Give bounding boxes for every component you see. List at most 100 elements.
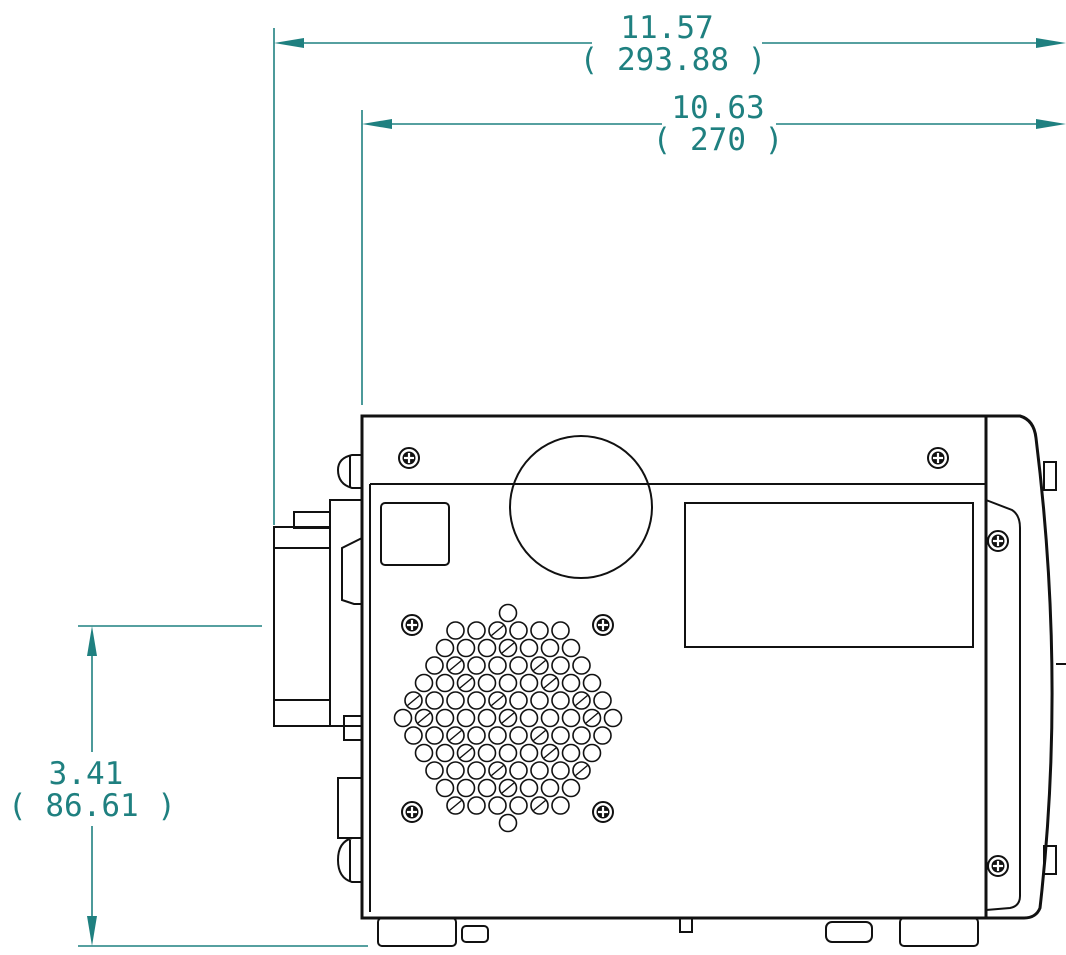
left-port: [337, 777, 363, 839]
vent-hole: [446, 726, 465, 745]
vent-hole: [509, 761, 528, 780]
base-height-dimension: 3.41 ( 86.61 ): [8, 625, 368, 947]
device-feet: [377, 917, 979, 947]
vent-hole: [425, 761, 444, 780]
vent-hole: [456, 638, 476, 658]
vent-hole: [467, 726, 486, 745]
vent-hole: [446, 656, 465, 675]
vent-hole: [530, 726, 549, 745]
vent-hole: [435, 673, 455, 693]
vent-hole: [540, 743, 560, 763]
vent-hole: [467, 621, 486, 640]
vent-hole: [498, 673, 518, 693]
vent-hole: [540, 638, 560, 658]
base-height-arrow-bottom: [87, 916, 97, 946]
screw-icon: [927, 447, 949, 469]
vent-hole: [561, 638, 581, 658]
overall-width-arrow-right: [1036, 38, 1066, 48]
vent-hole: [593, 691, 612, 710]
vent-hole: [582, 708, 602, 728]
device-body: [360, 414, 988, 920]
vent-hole: [414, 673, 434, 693]
left-clip: [343, 715, 363, 741]
vent-hole: [572, 691, 591, 710]
overall-width-mm: ( 293.88 ): [580, 42, 767, 78]
fan-vent-grille: [393, 603, 623, 833]
vent-hole: [551, 761, 570, 780]
overall-width-inches: 11.57: [620, 10, 713, 46]
vent-hole: [551, 726, 570, 745]
vent-hole: [498, 708, 518, 728]
vent-hole: [509, 656, 528, 675]
body-width-inches: 10.63: [671, 90, 764, 126]
vent-hole: [572, 726, 591, 745]
vent-hole: [425, 726, 444, 745]
vent-hole: [414, 743, 434, 763]
screw-icon: [987, 855, 1009, 877]
vent-hole: [519, 673, 539, 693]
vent-hole: [414, 708, 434, 728]
body-width-dimension: 10.63 ( 270 ): [361, 90, 1066, 405]
vent-hole: [393, 708, 413, 728]
vent-hole: [509, 796, 528, 815]
vent-hole: [519, 638, 539, 658]
vent-hole: [572, 761, 591, 780]
vent-hole: [467, 691, 486, 710]
screws: [398, 447, 1009, 877]
vent-hole: [404, 726, 423, 745]
vent-hole: [456, 708, 476, 728]
vent-hole: [519, 743, 539, 763]
vent-hole: [551, 796, 570, 815]
vent-hole: [498, 778, 518, 798]
vent-hole: [603, 708, 623, 728]
vent-hole: [488, 621, 507, 640]
vent-hole: [435, 708, 455, 728]
vent-hole: [530, 656, 549, 675]
vent-hole: [446, 796, 465, 815]
vent-hole: [519, 778, 539, 798]
end-cap-inner: [985, 499, 1021, 911]
vent-hole: [446, 691, 465, 710]
end-cap-outline: [986, 414, 1054, 920]
vent-hole: [477, 708, 497, 728]
top-knob: [336, 454, 362, 489]
vent-hole: [467, 796, 486, 815]
body-width-arrow-right: [1036, 119, 1066, 129]
vent-hole: [435, 743, 455, 763]
left-connector-top-tab: [293, 511, 331, 529]
vent-hole: [425, 656, 444, 675]
bottom-knob: [336, 837, 362, 883]
base-height-arrow-top: [87, 626, 97, 656]
base-height-mm: ( 86.61 ): [8, 788, 176, 824]
vent-hole: [561, 743, 581, 763]
vent-hole: [540, 708, 560, 728]
vent-hole: [509, 726, 528, 745]
body-width-arrow-left: [362, 119, 392, 129]
square-button: [380, 502, 450, 566]
right-end-cap: [985, 414, 1066, 920]
vent-hole: [446, 761, 465, 780]
vent-hole: [540, 778, 560, 798]
vent-hole: [530, 621, 549, 640]
vent-hole: [477, 673, 497, 693]
screw-icon: [592, 801, 614, 823]
screw-icon: [398, 447, 420, 469]
foot-knob-left: [461, 925, 489, 943]
vent-hole: [582, 743, 602, 763]
left-connector-lever: [341, 537, 363, 605]
overall-width-dimension: 11.57 ( 293.88 ): [273, 10, 1066, 525]
vent-hole: [456, 673, 476, 693]
vent-hole: [498, 603, 518, 623]
foot-knob-right: [825, 921, 873, 943]
round-window: [509, 435, 653, 579]
foot-right: [899, 917, 979, 947]
vent-hole: [467, 761, 486, 780]
vent-hole: [561, 778, 581, 798]
vent-hole: [509, 621, 528, 640]
body-width-mm: ( 270 ): [653, 122, 784, 158]
vent-hole: [477, 743, 497, 763]
vent-hole: [551, 656, 570, 675]
overall-width-arrow-left: [274, 38, 304, 48]
vent-hole: [498, 743, 518, 763]
